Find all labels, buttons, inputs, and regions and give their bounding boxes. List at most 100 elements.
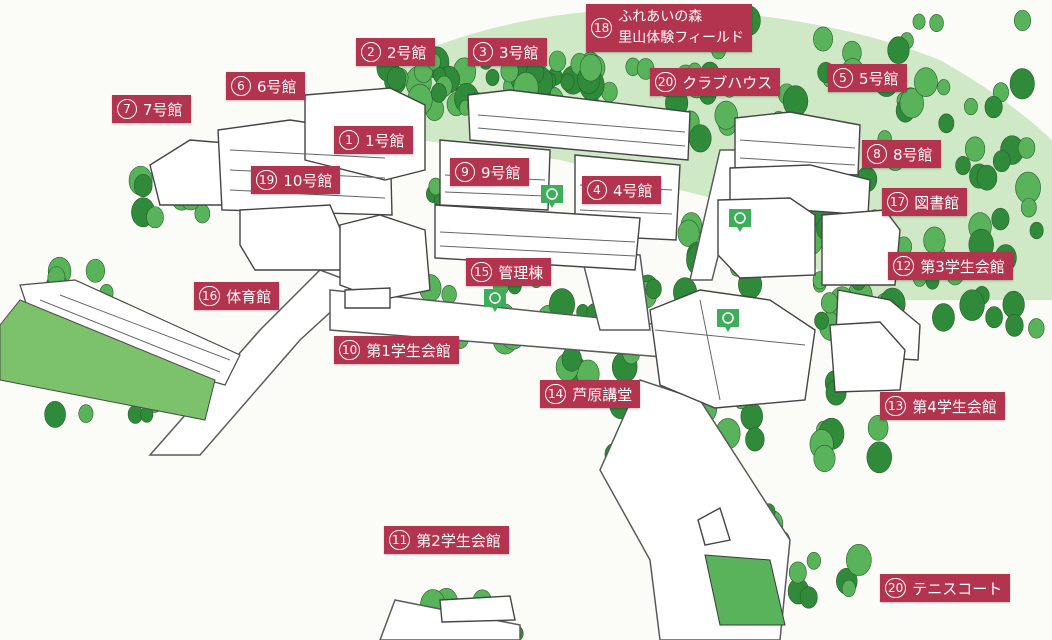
tree (194, 204, 211, 224)
label-number: 4 (587, 180, 607, 200)
tree (955, 155, 971, 176)
tree (914, 67, 938, 97)
building-marker-icon[interactable] (717, 309, 739, 332)
label-number: 10 (339, 340, 361, 360)
tree (912, 13, 926, 30)
tree (992, 150, 1011, 173)
tree (841, 579, 856, 597)
tennis-court-area (704, 554, 786, 626)
label-building-8[interactable]: 8 8号館 (862, 140, 941, 168)
label-ashihara-auditorium[interactable]: 14 芦原講堂 (540, 380, 641, 408)
tree (991, 207, 1010, 231)
tree (714, 100, 738, 130)
label-number: 3 (473, 42, 493, 62)
label-tennis-court[interactable]: 20 テニスコート (880, 574, 1011, 602)
tree (85, 258, 106, 283)
tree (1005, 314, 1024, 337)
tree (937, 79, 951, 96)
label-number: 20 (885, 578, 907, 598)
tree (866, 441, 892, 474)
label-text: 6号館 (257, 77, 297, 96)
tree (1009, 68, 1035, 100)
label-club-house[interactable]: 20 クラブハウス (650, 68, 781, 96)
label-text: 第4学生会館 (912, 397, 997, 416)
label-text: 芦原講堂 (572, 385, 633, 404)
tree (485, 69, 500, 86)
tree (867, 415, 889, 441)
label-text: 2号館 (387, 43, 427, 62)
tree (386, 66, 407, 91)
label-text: 9号館 (481, 163, 521, 182)
tree (959, 289, 985, 321)
hillside-left (0, 279, 241, 421)
label-text: 管理棟 (498, 263, 544, 282)
label-gymnasium[interactable]: 16 体育館 (194, 282, 280, 310)
label-text: 3号館 (499, 43, 539, 62)
building-marker-icon[interactable] (484, 289, 506, 312)
tree (745, 427, 765, 452)
label-number: 13 (885, 396, 907, 416)
label-text: 7号館 (143, 100, 183, 119)
label-text: 8号館 (893, 145, 933, 164)
label-text: 図書館 (914, 193, 960, 212)
label-building-9[interactable]: 9 9号館 (450, 158, 529, 186)
tree (985, 306, 1003, 329)
label-number: 9 (455, 162, 475, 182)
label-text: 体育館 (226, 287, 272, 306)
tree (964, 136, 986, 162)
label-number: 16 (199, 286, 221, 306)
label-student-hall-4[interactable]: 13 第4学生会館 (880, 392, 1005, 420)
label-number: 20 (655, 72, 677, 92)
tree (1013, 9, 1032, 31)
building-marker-icon[interactable] (729, 209, 751, 232)
tree (548, 50, 567, 72)
tree (899, 88, 924, 119)
label-building-4[interactable]: 4 4号館 (582, 176, 661, 204)
label-text: 10号館 (283, 171, 333, 190)
label-number: 7 (117, 99, 137, 119)
tree (1028, 318, 1045, 339)
label-building-7[interactable]: 7 7号館 (112, 95, 191, 123)
tree (677, 219, 700, 247)
tree (806, 552, 821, 570)
building-marker-icon[interactable] (541, 185, 563, 208)
tree (799, 586, 818, 609)
tree (133, 173, 153, 198)
label-number: 11 (389, 530, 411, 550)
label-text: 1号館 (365, 131, 405, 150)
label-building-6[interactable]: 6 6号館 (226, 72, 305, 100)
label-text: クラブハウス (682, 73, 773, 92)
label-text: テニスコート (912, 579, 1003, 598)
tree (820, 292, 838, 314)
tree (929, 14, 944, 33)
label-building-10[interactable]: 19 10号館 (251, 166, 341, 194)
tree (788, 561, 807, 584)
tree (846, 544, 872, 576)
label-text: 5号館 (859, 69, 899, 88)
label-number: 6 (231, 76, 251, 96)
tree (984, 95, 1003, 119)
label-number: 18 (591, 18, 613, 38)
tree (146, 206, 164, 229)
tree (78, 404, 94, 423)
tree (932, 303, 955, 332)
label-building-3[interactable]: 3 3号館 (468, 38, 547, 66)
label-number: 8 (867, 144, 887, 164)
tree (1017, 137, 1036, 159)
label-text: 4号館 (613, 181, 653, 200)
markers (484, 185, 751, 332)
label-satoyama-field[interactable]: 18 ふれあいの森里山体験フィールド (586, 4, 753, 52)
label-number: 15 (471, 262, 493, 282)
label-admin-building[interactable]: 15 管理棟 (466, 258, 552, 286)
label-number: 19 (256, 170, 278, 190)
tree (938, 113, 955, 134)
label-text-line1: ふれあいの森 (618, 9, 703, 25)
label-number: 14 (545, 384, 567, 404)
